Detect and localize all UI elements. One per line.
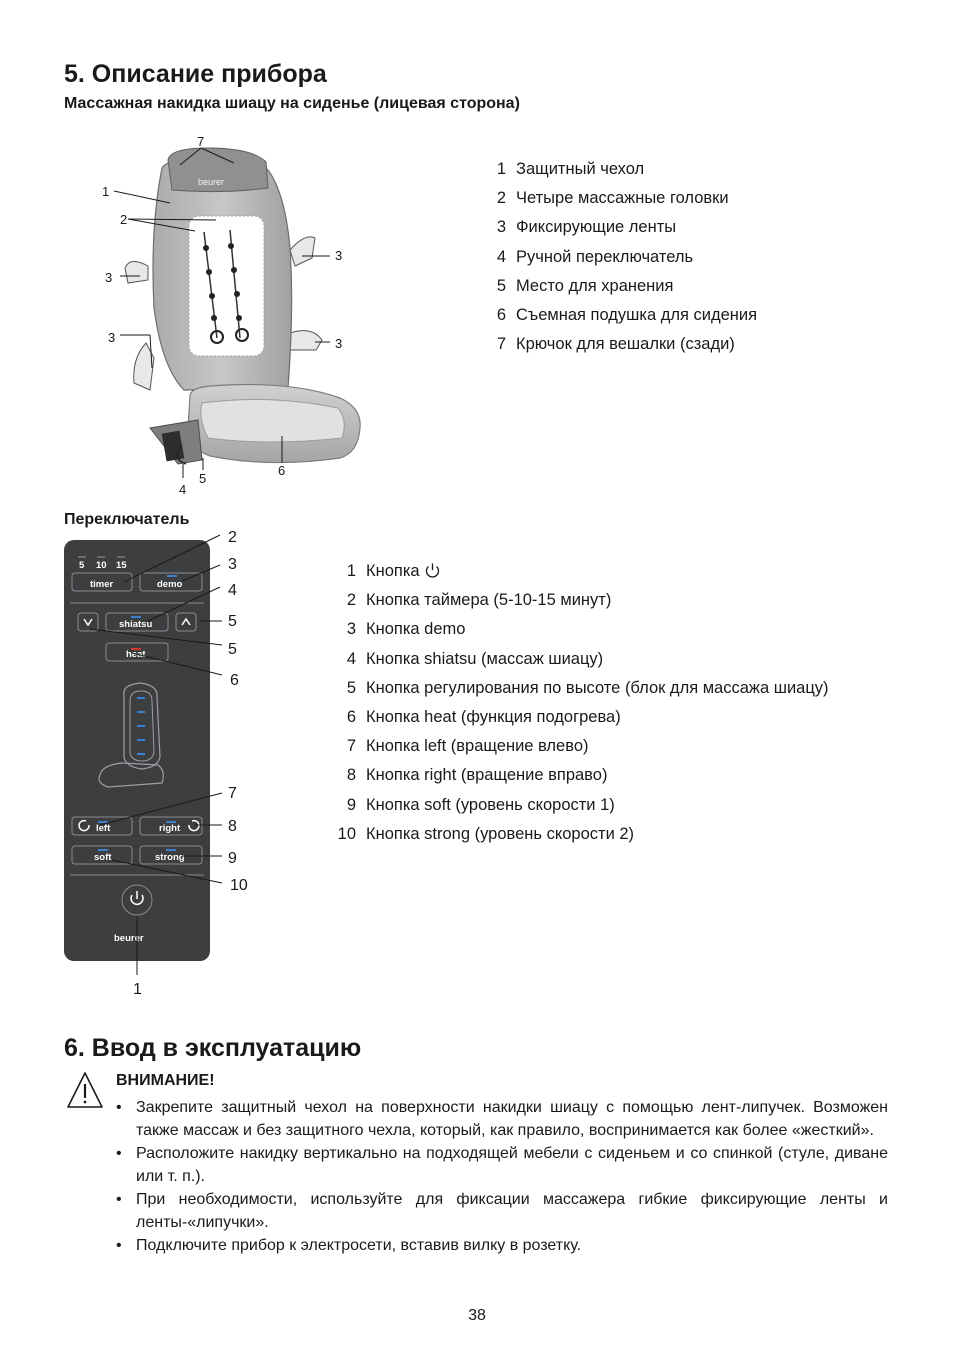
rotate-left-icon	[78, 819, 90, 832]
shiatsu-button-label: shiatsu	[119, 619, 152, 630]
page-number: 38	[468, 1307, 486, 1324]
switch-callout-5b: 5	[228, 641, 237, 658]
switch-callout-1: 1	[133, 981, 142, 998]
hand-remote-small	[161, 430, 185, 462]
switch-callout-9: 9	[228, 850, 237, 867]
timer-10-label: 10	[96, 560, 107, 571]
height-up-button[interactable]	[175, 612, 197, 632]
soft-button-label: soft	[94, 852, 112, 863]
callout-2: 2	[120, 212, 127, 227]
callout-3a: 3	[105, 270, 112, 285]
seat-top	[200, 398, 345, 443]
list-item: •Подключите прибор к электросети, встави…	[116, 1237, 582, 1254]
strap-right-upper	[289, 236, 316, 267]
left-button[interactable]	[71, 816, 133, 836]
cushion-brand-label: beurer	[198, 177, 224, 187]
demo-button[interactable]	[139, 572, 203, 592]
head-cover	[167, 147, 269, 193]
callout-3d: 3	[335, 336, 342, 351]
switch-title: Переключатель	[64, 511, 190, 528]
section-subtitle: Массажная накидка шиацу на сиденье (лице…	[64, 95, 520, 112]
callout-3b: 3	[335, 248, 342, 263]
switch-callout-8: 8	[228, 818, 237, 835]
switch-callout-4: 4	[228, 582, 237, 599]
cable	[176, 445, 187, 465]
warning-icon	[67, 1072, 103, 1108]
timer-5-label: 5	[79, 560, 85, 571]
soft-button[interactable]	[71, 845, 133, 865]
switch-callout-6: 6	[230, 672, 239, 689]
section-title: 6. Ввод в эксплуатацию	[64, 1034, 362, 1062]
callout-4: 4	[179, 482, 186, 497]
chevron-down-icon	[83, 618, 93, 627]
timer-button[interactable]	[71, 572, 133, 592]
massage-cushion-illustration: beurer 7 1 2 3 3 3 3 4 5 6	[102, 134, 361, 497]
rotate-right-icon	[188, 819, 200, 832]
list-item: •При необходимости, используйте для фикс…	[116, 1191, 888, 1231]
power-icon	[130, 894, 144, 905]
remote-body	[64, 540, 210, 961]
strap-right-lower	[289, 330, 323, 351]
warning-title: ВНИМАНИЕ!	[116, 1072, 215, 1089]
section-title: 5. Описание прибора	[64, 60, 327, 88]
right-button-label: right	[159, 823, 181, 834]
strap-left-lower	[133, 342, 155, 391]
switch-callout-2: 2	[228, 529, 237, 546]
callout-3c: 3	[108, 330, 115, 345]
left-button-label: left	[96, 823, 111, 834]
callout-5: 5	[199, 471, 206, 486]
power-icon	[425, 563, 439, 578]
heat-button[interactable]	[105, 642, 169, 662]
timer-button-label: timer	[90, 579, 114, 590]
remote-brand-label: beurer	[114, 933, 144, 944]
massage-panel	[188, 215, 265, 357]
massage-heads	[203, 229, 249, 344]
remote-control-illustration: 5 10 15 timer demo shiatsu heat left rig…	[64, 529, 248, 998]
list-item: •Расположите накидку вертикально на подх…	[116, 1145, 888, 1185]
switch-callout-5a: 5	[228, 613, 237, 630]
shiatsu-button[interactable]	[105, 612, 169, 632]
callout-7: 7	[197, 134, 204, 149]
callout-6: 6	[278, 463, 285, 478]
demo-button-label: demo	[157, 579, 183, 590]
strap-left-upper	[124, 261, 149, 284]
switch-callout-3: 3	[228, 556, 237, 573]
switch-callout-10: 10	[230, 877, 248, 894]
list-item: •Закрепите защитный чехол на поверхности…	[116, 1099, 888, 1139]
power-button[interactable]	[121, 884, 153, 916]
callout-1: 1	[102, 184, 109, 199]
seat-pictogram	[98, 682, 164, 788]
timer-15-label: 15	[116, 560, 127, 571]
chevron-up-icon	[181, 617, 191, 626]
switch-callout-7: 7	[228, 785, 237, 802]
height-down-button[interactable]	[77, 612, 99, 632]
strong-button-label: strong	[155, 852, 185, 863]
right-button[interactable]	[139, 816, 203, 836]
strong-button[interactable]	[139, 845, 203, 865]
instruction-list: •Закрепите защитный чехол на поверхности…	[116, 1096, 888, 1257]
